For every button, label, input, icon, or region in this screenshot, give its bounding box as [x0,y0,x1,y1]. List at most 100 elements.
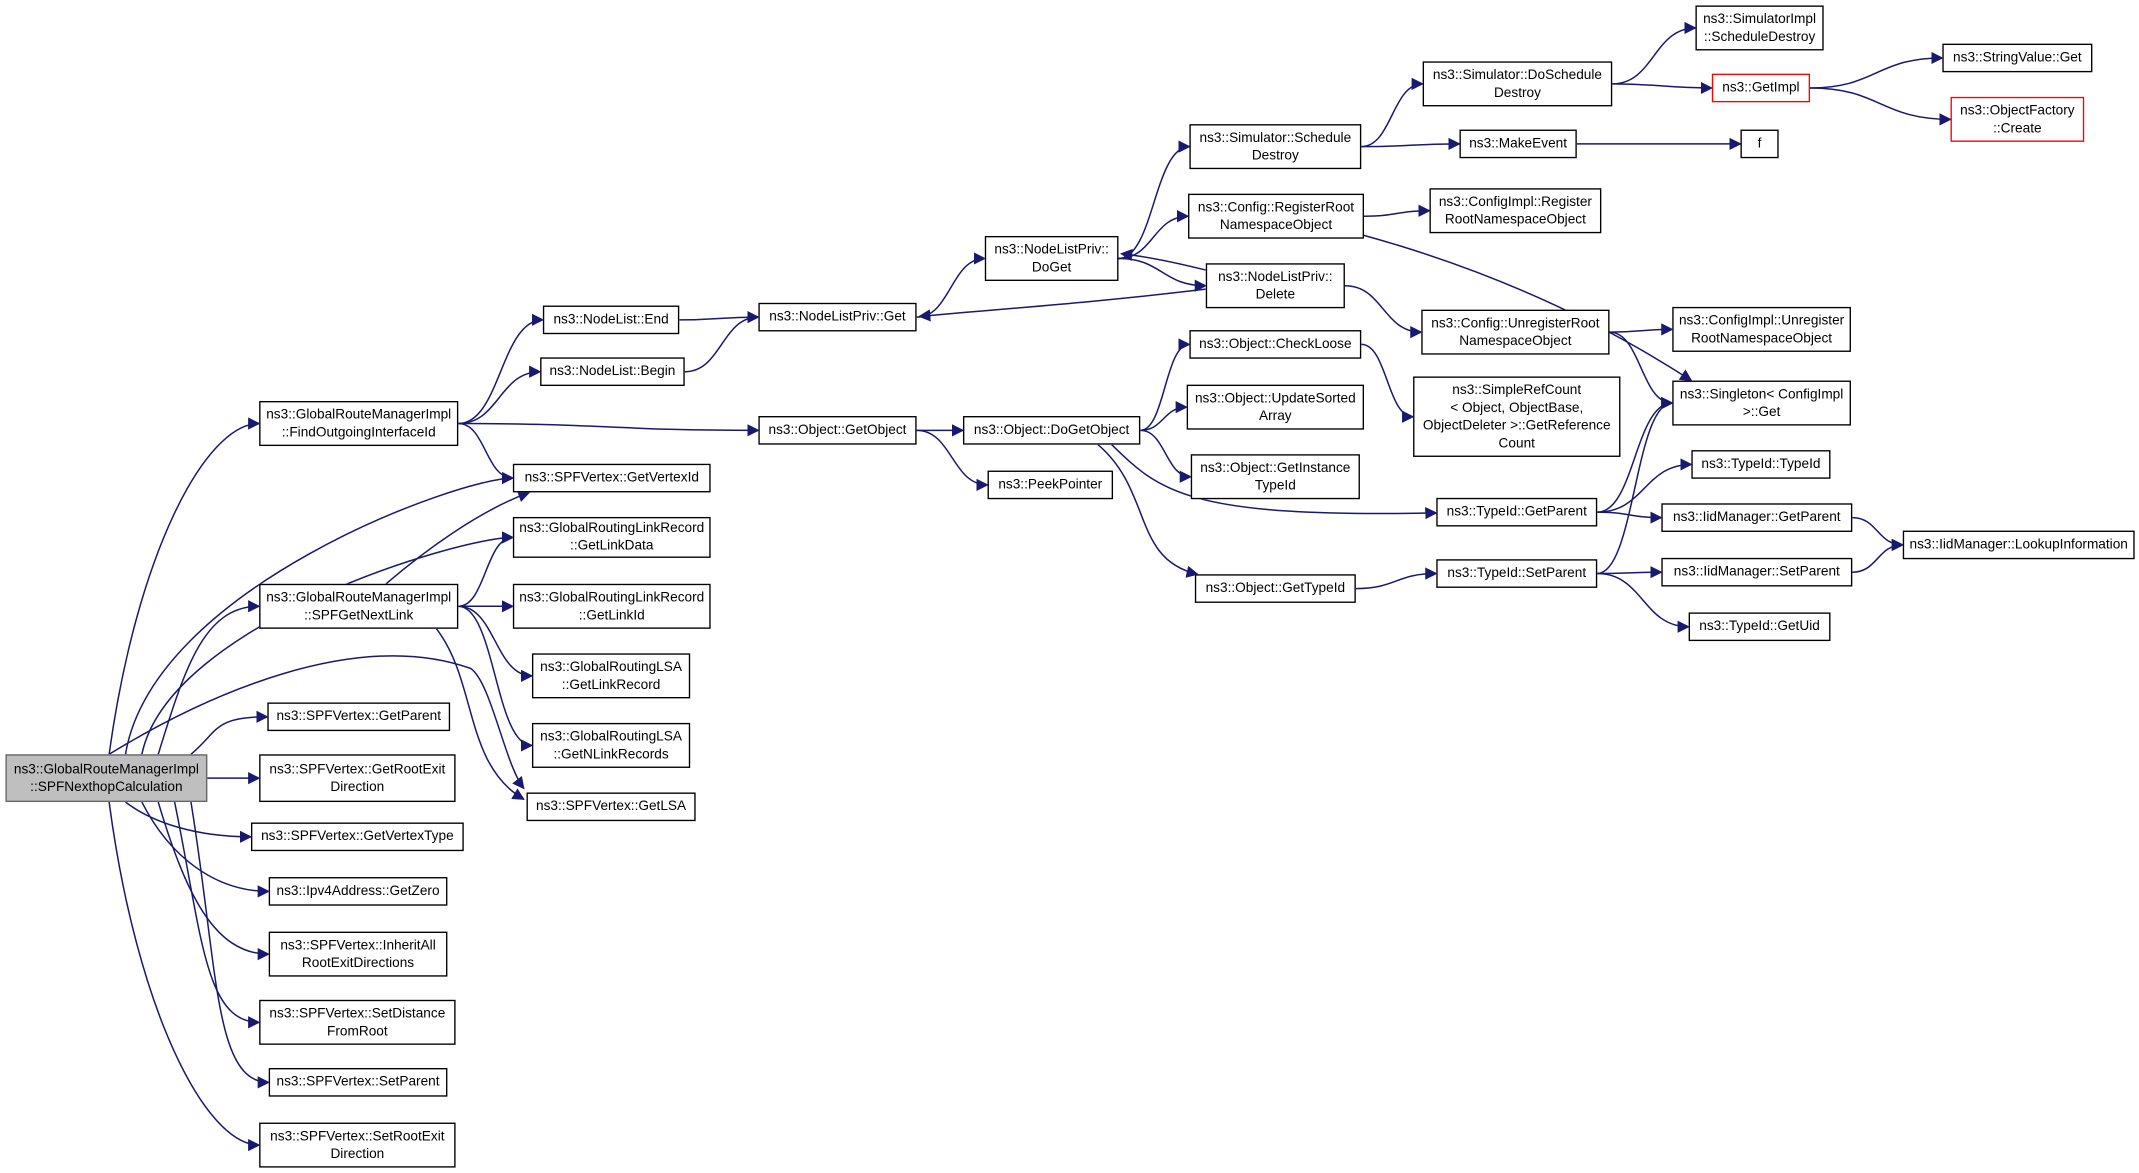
edge-simSched-to-makeEvent [1361,137,1461,151]
edge-simDoSched-to-getImpl [1612,81,1714,95]
edge-simDoSched-to-simImplSched [1612,21,1697,85]
node-nodelistpriv-get[interactable]: ns3::NodeListPriv::Get [758,302,917,332]
node-spfvertex-inherit-all-root-exit-directions[interactable]: ns3::SPFVertex::InheritAll RootExitDirec… [268,931,448,977]
node-object-update-sorted-array[interactable]: ns3::Object::UpdateSorted Array [1186,384,1364,430]
edge-iidGetParent-to-iidLookup [1852,516,1905,552]
edge-getImpl-to-objFactory [1810,87,1952,126]
node-get-impl[interactable]: ns3::GetImpl [1711,73,1811,103]
edge-doGetObject-to-updSorted [1140,401,1188,432]
edge-findOut-to-getVertexId [458,422,515,485]
edge-nlpDoGet-to-regRoot [1118,210,1190,260]
node-ipv4address-get-zero[interactable]: ns3::Ipv4Address::GetZero [268,877,448,906]
node-object-get-object[interactable]: ns3::Object::GetObject [758,416,917,445]
node-spfvertex-get-vertex-type[interactable]: ns3::SPFVertex::GetVertexType [250,822,464,852]
edge-nlpDelete-to-unregRoot [1344,285,1423,339]
edge-unregRoot-to-cfgImplUnreg [1609,323,1674,336]
edge-tidSetParent-to-singleton [1597,396,1674,575]
node-simulator-do-schedule-destroy[interactable]: ns3::Simulator::DoSchedule Destroy [1422,61,1613,107]
node-lsa-get-link-record[interactable]: ns3::GlobalRoutingLSA ::GetLinkRecord [531,653,691,699]
node-link-record-get-link-data[interactable]: ns3::GlobalRoutingLinkRecord ::GetLinkDa… [512,516,711,558]
edge-root-to-setRootExit [108,801,261,1152]
node-simple-ref-count-get-reference-count[interactable]: ns3::SimpleRefCount < Object, ObjectBase… [1413,376,1621,457]
node-spfvertex-set-distance-from-root[interactable]: ns3::SPFVertex::SetDistance FromRoot [259,999,456,1045]
edge-tidGetParent-to-singleton [1597,396,1674,513]
edge-root-to-getParentV [190,710,269,755]
node-f[interactable]: f [1740,129,1779,159]
node-spf-nexthop-calculation[interactable]: ns3::GlobalRouteManagerImpl ::SPFNexthop… [5,754,208,803]
node-iidmanager-get-parent[interactable]: ns3::IidManager::GetParent [1661,503,1853,532]
node-iidmanager-set-parent[interactable]: ns3::IidManager::SetParent [1661,557,1853,587]
node-typeid-get-parent[interactable]: ns3::TypeId::GetParent [1436,497,1598,527]
node-config-unregister-root-namespace-object[interactable]: ns3::Config::UnregisterRoot NamespaceObj… [1421,309,1610,355]
edge-spfNext-to-getVertexId [385,490,531,585]
node-simulatorimpl-schedule-destroy[interactable]: ns3::SimulatorImpl ::ScheduleDestroy [1695,5,1824,51]
node-stringvalue-get[interactable]: ns3::StringValue::Get [1942,43,2093,73]
node-nodelist-begin[interactable]: ns3::NodeList::Begin [540,357,685,387]
node-find-outgoing-interface-id[interactable]: ns3::GlobalRouteManagerImpl ::FindOutgoi… [259,401,459,447]
edge-findOut-to-nlBegin [458,365,542,425]
edge-tidGetParent-to-tidTypeId [1597,458,1693,513]
edge-root-to-inherit [157,801,270,961]
edge-root-to-findOut [108,417,261,755]
node-config-register-root-namespace-object[interactable]: ns3::Config::RegisterRoot NamespaceObjec… [1188,193,1364,239]
node-iidmanager-lookup-information[interactable]: ns3::IidManager::LookupInformation [1902,530,2135,560]
node-configimpl-register-root-namespace-object[interactable]: ns3::ConfigImpl::Register RootNamespaceO… [1429,188,1602,234]
edge-nlpGet-to-nlpDoGet [916,252,987,318]
node-peek-pointer[interactable]: ns3::PeekPointer [987,470,1114,500]
node-spfvertex-get-root-exit-direction[interactable]: ns3::SPFVertex::GetRootExit Direction [259,754,456,803]
edge-root-to-setParentV [190,801,270,1089]
edge-root-to-setDist [173,801,261,1029]
node-singleton-configimpl-get[interactable]: ns3::Singleton< ConfigImpl >::Get [1672,380,1851,426]
edge-tidSetParent-to-tidGetUid [1597,572,1690,633]
edge-nlpDelete-to-nlpGet [918,288,1206,322]
edge-simSched-to-simDoSched [1361,77,1424,148]
node-nodelist-end[interactable]: ns3::NodeList::End [542,305,680,335]
edge-spfNext-to-getNLink [458,605,534,752]
node-nodelistpriv-do-get[interactable]: ns3::NodeListPriv:: DoGet [984,235,1119,281]
edge-nlpDoGet-to-simSched [1118,140,1191,260]
edge-root-to-ipv4Zero [141,801,270,898]
edge-getTypeId-to-tidSetParent [1355,567,1438,590]
node-spfvertex-get-lsa[interactable]: ns3::SPFVertex::GetLSA [526,792,696,822]
edge-doGetObject-to-checkLoose [1140,338,1191,432]
edge-findOut-to-objGetObject [458,422,760,437]
node-objectfactory-create[interactable]: ns3::ObjectFactory ::Create [1950,96,2085,142]
node-object-check-loose[interactable]: ns3::Object::CheckLoose [1189,330,1362,359]
node-typeid-get-uid[interactable]: ns3::TypeId::GetUid [1688,612,1831,642]
edge-findOut-to-nlEnd [458,313,545,425]
edge-checkLoose-to-refCount [1361,343,1415,423]
node-spf-get-next-link[interactable]: ns3::GlobalRouteManagerImpl ::SPFGetNext… [259,583,459,629]
edge-root-to-getVertexId [124,471,515,755]
node-simulator-schedule-destroy[interactable]: ns3::Simulator::Schedule Destroy [1189,124,1362,170]
edge-iidSetParent-to-iidLookup [1852,538,1905,573]
edge-doGetObject-to-getTypeId [1097,444,1199,578]
edge-spfNext-to-getLinkRecord [458,605,534,682]
node-typeid-set-parent[interactable]: ns3::TypeId::SetParent [1436,559,1598,588]
node-typeid-typeid[interactable]: ns3::TypeId::TypeId [1691,450,1831,479]
node-spfvertex-get-parent[interactable]: ns3::SPFVertex::GetParent [267,702,451,732]
edge-spfNext-to-linkData [458,531,515,608]
node-make-event[interactable]: ns3::MakeEvent [1459,129,1577,159]
node-spfvertex-get-vertex-id[interactable]: ns3::SPFVertex::GetVertexId [512,463,711,493]
edge-root-to-spfNext [157,600,261,755]
edge-doGetObject-to-getInstTid [1140,429,1192,483]
edge-regRoot-to-cfgImplReg [1363,204,1431,217]
edge-getImpl-to-strGet [1810,51,1944,89]
node-spfvertex-set-root-exit-direction[interactable]: ns3::SPFVertex::SetRootExit Direction [259,1122,456,1168]
edge-root-to-getLSA [108,655,525,790]
edge-nlpDoGet-to-nlpDelete [1118,257,1208,292]
node-nodelistpriv-delete[interactable]: ns3::NodeListPriv:: Delete [1205,263,1345,309]
node-object-get-instance-type-id[interactable]: ns3::Object::GetInstance TypeId [1190,454,1360,500]
node-lsa-get-n-link-records[interactable]: ns3::GlobalRoutingLSA ::GetNLinkRecords [531,722,691,768]
edge-regRoot-to-singleton [1361,233,1693,382]
node-link-record-get-link-id[interactable]: ns3::GlobalRoutingLinkRecord ::GetLinkId [512,583,711,629]
node-object-get-type-id[interactable]: ns3::Object::GetTypeId [1194,574,1356,603]
edge-spfNext-to-getLSA [435,628,525,800]
node-configimpl-unregister-root-namespace-object[interactable]: ns3::ConfigImpl::Unregister RootNamespac… [1672,306,1851,352]
edge-nlBegin-to-nlpGet [684,311,760,373]
node-spfvertex-set-parent[interactable]: ns3::SPFVertex::SetParent [268,1068,448,1097]
node-object-do-get-object[interactable]: ns3::Object::DoGetObject [962,416,1141,445]
edge-root-to-getVertexType [125,801,253,843]
